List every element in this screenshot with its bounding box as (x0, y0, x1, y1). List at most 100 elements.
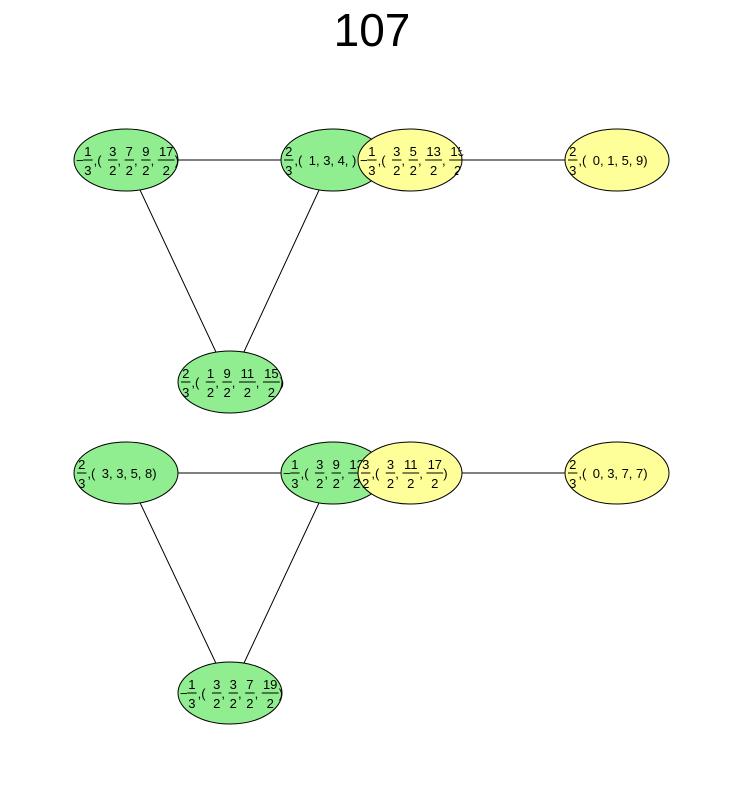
comma: , (316, 153, 320, 168)
comma: , (123, 466, 127, 481)
graph-node-g1-d: 23,(0,1,5,9) (564, 128, 670, 192)
minus-sign: − (180, 686, 188, 701)
tuple-entry-2-denominator: 2 (246, 696, 253, 711)
edge-g1-b-g1-e (229, 159, 334, 383)
node-label: 23,(12,92,112,152) (181, 366, 284, 400)
close-paren: ) (279, 686, 283, 701)
graph-node-g2-e: −13,(32,32,72,192) (177, 661, 283, 725)
tuple-entry-1-denominator: 2 (410, 163, 417, 178)
tuple-entry-0-numerator: 3 (109, 144, 116, 159)
tuple-entry-3-denominator: 2 (163, 163, 170, 178)
tuple-entry-0-denominator: 2 (387, 476, 394, 491)
tuple-entry-1-denominator: 2 (230, 696, 237, 711)
graph-node-g2-a: 23,(3,3,5,8) (73, 441, 179, 505)
tuple-entry-1-numerator: 9 (333, 457, 340, 472)
figure-title: 107 (333, 4, 411, 56)
tuple-entry-1-numerator: 9 (223, 366, 230, 381)
coefficient-denominator: 3 (291, 476, 298, 491)
tuple-entry-0: 1 (309, 153, 316, 168)
coefficient-denominator: 3 (285, 163, 292, 178)
tuple-entry-2: 5 (622, 153, 629, 168)
comma: , (151, 153, 155, 168)
coefficient-denominator: 3 (569, 476, 576, 491)
comma: , (134, 153, 138, 168)
comma: , (341, 466, 345, 481)
open-paren: ,( (198, 686, 207, 701)
tuple-entry-3-numerator: 15 (264, 366, 278, 381)
coefficient-denominator: 2 (362, 476, 369, 491)
node-label: 23,(1,3,4,) (284, 144, 356, 178)
tuple-entry-1-denominator: 2 (407, 476, 414, 491)
comma: , (629, 466, 633, 481)
tuple-entry-0-numerator: 3 (316, 457, 323, 472)
coefficient-denominator: 3 (188, 696, 195, 711)
tuple-entry-0-denominator: 2 (393, 163, 400, 178)
open-paren: ,( (301, 466, 310, 481)
edge-g2-b-g2-e (229, 472, 334, 694)
open-paren: ,( (87, 466, 96, 481)
tuple-entry-3-denominator: 2 (267, 696, 274, 711)
close-paren: ) (643, 466, 647, 481)
comma: , (117, 153, 121, 168)
comma: , (442, 153, 446, 168)
coefficient-numerator: 1 (291, 457, 298, 472)
node-label: 32,(32,112,172) (361, 457, 448, 491)
node-label: −13,(32,72,92,172) (76, 144, 179, 178)
tuple-entry-2-numerator: 13 (426, 144, 440, 159)
coefficient-numerator: 2 (182, 366, 189, 381)
tuple-entry-0: 0 (593, 153, 600, 168)
tuple-entry-2-denominator: 2 (244, 385, 251, 400)
close-paren: ) (443, 466, 447, 481)
comma: , (345, 153, 349, 168)
coefficient-denominator: 3 (78, 476, 85, 491)
comma: , (138, 466, 142, 481)
minus-sign: − (283, 466, 291, 481)
comma: , (614, 153, 618, 168)
tuple-entry-3: 9 (636, 153, 643, 168)
tuple-entry-1-denominator: 2 (126, 163, 133, 178)
graph-node-g1-b: 23,(1,3,4,) (280, 128, 386, 192)
open-paren: ,( (191, 375, 200, 390)
coefficient-numerator: 2 (569, 144, 576, 159)
comma: , (418, 153, 422, 168)
close-paren: ) (352, 153, 356, 168)
graph-node-g2-c: 32,(32,112,172) (357, 441, 463, 505)
minus-sign: − (76, 153, 84, 168)
tuple-entry-0-denominator: 2 (213, 696, 220, 711)
tuple-entry-0-denominator: 2 (316, 476, 323, 491)
tuple-entry-3: 8 (145, 466, 152, 481)
comma: , (401, 153, 405, 168)
open-paren: ,( (578, 466, 587, 481)
tuple-entry-1: 1 (607, 153, 614, 168)
comma: , (238, 686, 242, 701)
tuple-entry-0-denominator: 2 (109, 163, 116, 178)
tuple-entry-2-denominator: 2 (431, 476, 438, 491)
tuple-entry-1-numerator: 3 (230, 677, 237, 692)
tuple-entry-2-numerator: 9 (142, 144, 149, 159)
tuple-entry-2-denominator: 2 (353, 476, 360, 491)
tuple-entry-3-numerator: 17 (159, 144, 173, 159)
tuple-entry-2-numerator: 11 (241, 366, 255, 381)
tuple-entry-1-numerator: 7 (126, 144, 133, 159)
tuple-entry-1-denominator: 2 (333, 476, 340, 491)
tuple-entry-1-numerator: 5 (410, 144, 417, 159)
close-paren: ) (175, 153, 179, 168)
tuple-entry-0-numerator: 3 (387, 457, 394, 472)
node-label: 23,(0,1,5,9) (568, 144, 648, 178)
node-ellipse (564, 128, 670, 192)
minus-sign: − (360, 153, 368, 168)
coefficient-numerator: 2 (78, 457, 85, 472)
tuple-entry-1-denominator: 2 (223, 385, 230, 400)
close-paren: ) (152, 466, 156, 481)
tuple-entry-1-numerator: 11 (404, 457, 418, 472)
coefficient-numerator: 1 (84, 144, 91, 159)
comma: , (614, 466, 618, 481)
comma: , (109, 466, 113, 481)
node-label: 23,(3,3,5,8) (77, 457, 157, 491)
comma: , (419, 466, 423, 481)
tuple-entry-2-numerator: 17 (428, 457, 442, 472)
comma: , (221, 686, 225, 701)
coefficient-denominator: 3 (569, 163, 576, 178)
open-paren: ,( (294, 153, 303, 168)
tuple-entry-0-numerator: 3 (393, 144, 400, 159)
